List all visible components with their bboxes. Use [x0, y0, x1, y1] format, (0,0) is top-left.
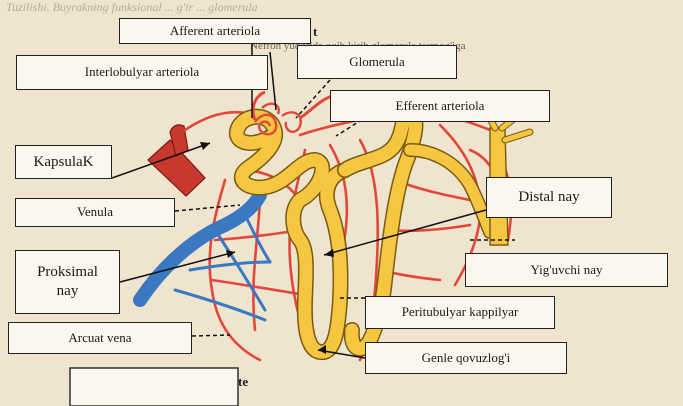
pointer-arcuat	[192, 335, 230, 336]
label-glomerula: Glomerula	[297, 45, 457, 79]
bottom-empty-box	[70, 368, 238, 406]
label-proksimal-line2: nay	[57, 282, 79, 301]
label-kapsula: KapsulaK	[15, 145, 112, 179]
pointer-interlobular	[270, 52, 276, 110]
pointer-venula	[175, 205, 240, 211]
label-interlobulyar-arteriola: Interlobulyar arteriola	[16, 55, 268, 90]
arrowhead-distal	[324, 249, 334, 257]
label-peritubulyar-kappilyar: Peritubulyar kappilyar	[365, 296, 555, 329]
label-afferent-arteriola: Afferent arteriola	[119, 18, 311, 44]
interlobular-artery	[148, 125, 205, 196]
label-venula: Venula	[15, 198, 175, 227]
label-proksimal-nay: Proksimal nay	[15, 250, 120, 314]
label-distal-nay: Distal nay	[486, 177, 612, 218]
label-arcuat-vena: Arcuat vena	[8, 322, 192, 354]
label-genle-qovuzlogi: Genle qovuzlog'i	[365, 342, 567, 374]
label-efferent-arteriola: Efferent arteriola	[330, 90, 550, 122]
pointer-distal	[324, 210, 486, 255]
arrowhead-kapsula	[200, 142, 210, 150]
fragment-te: te	[238, 374, 248, 390]
fragment-t: t	[313, 24, 317, 40]
label-yiguvchi-nay: Yig'uvchi nay	[465, 253, 668, 287]
label-proksimal-line1: Proksimal	[37, 263, 98, 282]
